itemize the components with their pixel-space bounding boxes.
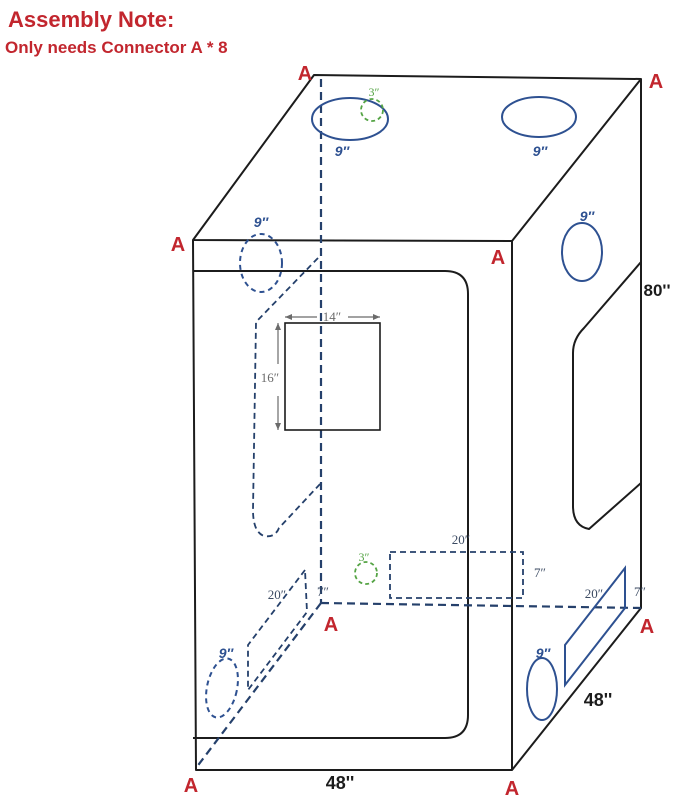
overall-size-labels: 80'' 48'' 48'' [326, 281, 671, 793]
label-width-48in: 48'' [326, 773, 355, 793]
connector-labels: A A A A A A A A [171, 63, 663, 800]
label-9in-side-bottom: 9″ [536, 645, 552, 661]
front-face-outline [192, 239, 513, 771]
label-7in-front-vent: 7″ [534, 565, 546, 580]
label-7in-rear-duct: 7″ [317, 584, 329, 599]
rear-vent-dashed-ellipse [205, 657, 239, 719]
rect-vent-size-labels: 20″ 7″ 20″ 7″ 20″ 7″ [268, 532, 646, 602]
window-height-dimension [275, 323, 281, 430]
label-9in-front: 9″ [254, 214, 270, 230]
hidden-edge-bottom-left [195, 602, 322, 769]
top-port-3in-circle [360, 98, 384, 122]
label-9in-top-right: 9″ [533, 143, 549, 159]
connector-a-top-back-left: A [298, 63, 312, 85]
label-3in-bottom: 3″ [359, 550, 370, 564]
window-width-dimension [285, 314, 380, 320]
vent-size-labels: 9″ 9″ 9″ 9″ 9″ 9″ 3″ 3″ [219, 85, 596, 661]
label-3in-top: 3″ [369, 85, 380, 99]
right-face-outline [511, 79, 642, 771]
label-depth-48in: 48'' [584, 690, 613, 710]
connector-a-top-back-right: A [649, 71, 663, 93]
bottom-port-3in-circle [354, 561, 378, 585]
connector-a-front-bottom-right: A [505, 778, 519, 800]
label-9in-top-left: 9″ [335, 143, 351, 159]
label-window-16in: 16″ [261, 370, 279, 385]
top-vent-left-ellipse [311, 97, 389, 141]
connector-a-front-bottom-left: A [184, 775, 198, 797]
front-window-rect [284, 322, 381, 431]
label-height-80in: 80'' [644, 281, 671, 300]
tent-outline [192, 74, 642, 771]
label-7in-side-vent: 7″ [634, 584, 646, 599]
label-window-14in: 14″ [323, 309, 341, 324]
side-vent-bottom-ellipse [526, 657, 558, 721]
label-9in-rear-bottom: 9″ [219, 645, 235, 661]
window-size-labels: 14″ 16″ [261, 309, 341, 385]
rear-duct-parallelogram [247, 567, 308, 693]
duct-sleeve-dashed-path [252, 257, 322, 538]
front-vent-dashed-ellipse [239, 233, 283, 293]
label-20in-rear-duct: 20″ [268, 587, 286, 602]
front-door-outline [193, 270, 469, 739]
top-vent-right-ellipse [501, 96, 577, 138]
side-vent-parallelogram [564, 565, 626, 688]
front-vent-dashed-rect [389, 551, 524, 599]
side-window-outline [572, 261, 642, 530]
connector-a-front-top-left: A [171, 234, 185, 256]
label-20in-side-vent: 20″ [585, 586, 603, 601]
page-subtitle: Only needs Connector A * 8 [5, 38, 228, 57]
connector-a-back-bottom-right: A [640, 616, 654, 638]
page-title: Assembly Note: [8, 7, 174, 32]
connector-a-front-top-right: A [491, 247, 505, 269]
label-9in-side-top: 9″ [580, 208, 596, 224]
hidden-edge-bottom-back [320, 601, 642, 610]
side-vent-top-ellipse [561, 222, 603, 282]
label-20in-front-vent: 20″ [452, 532, 470, 547]
top-face-vents [311, 96, 577, 141]
hidden-edges [195, 79, 642, 769]
connector-a-hidden-bottom: A [324, 614, 338, 636]
